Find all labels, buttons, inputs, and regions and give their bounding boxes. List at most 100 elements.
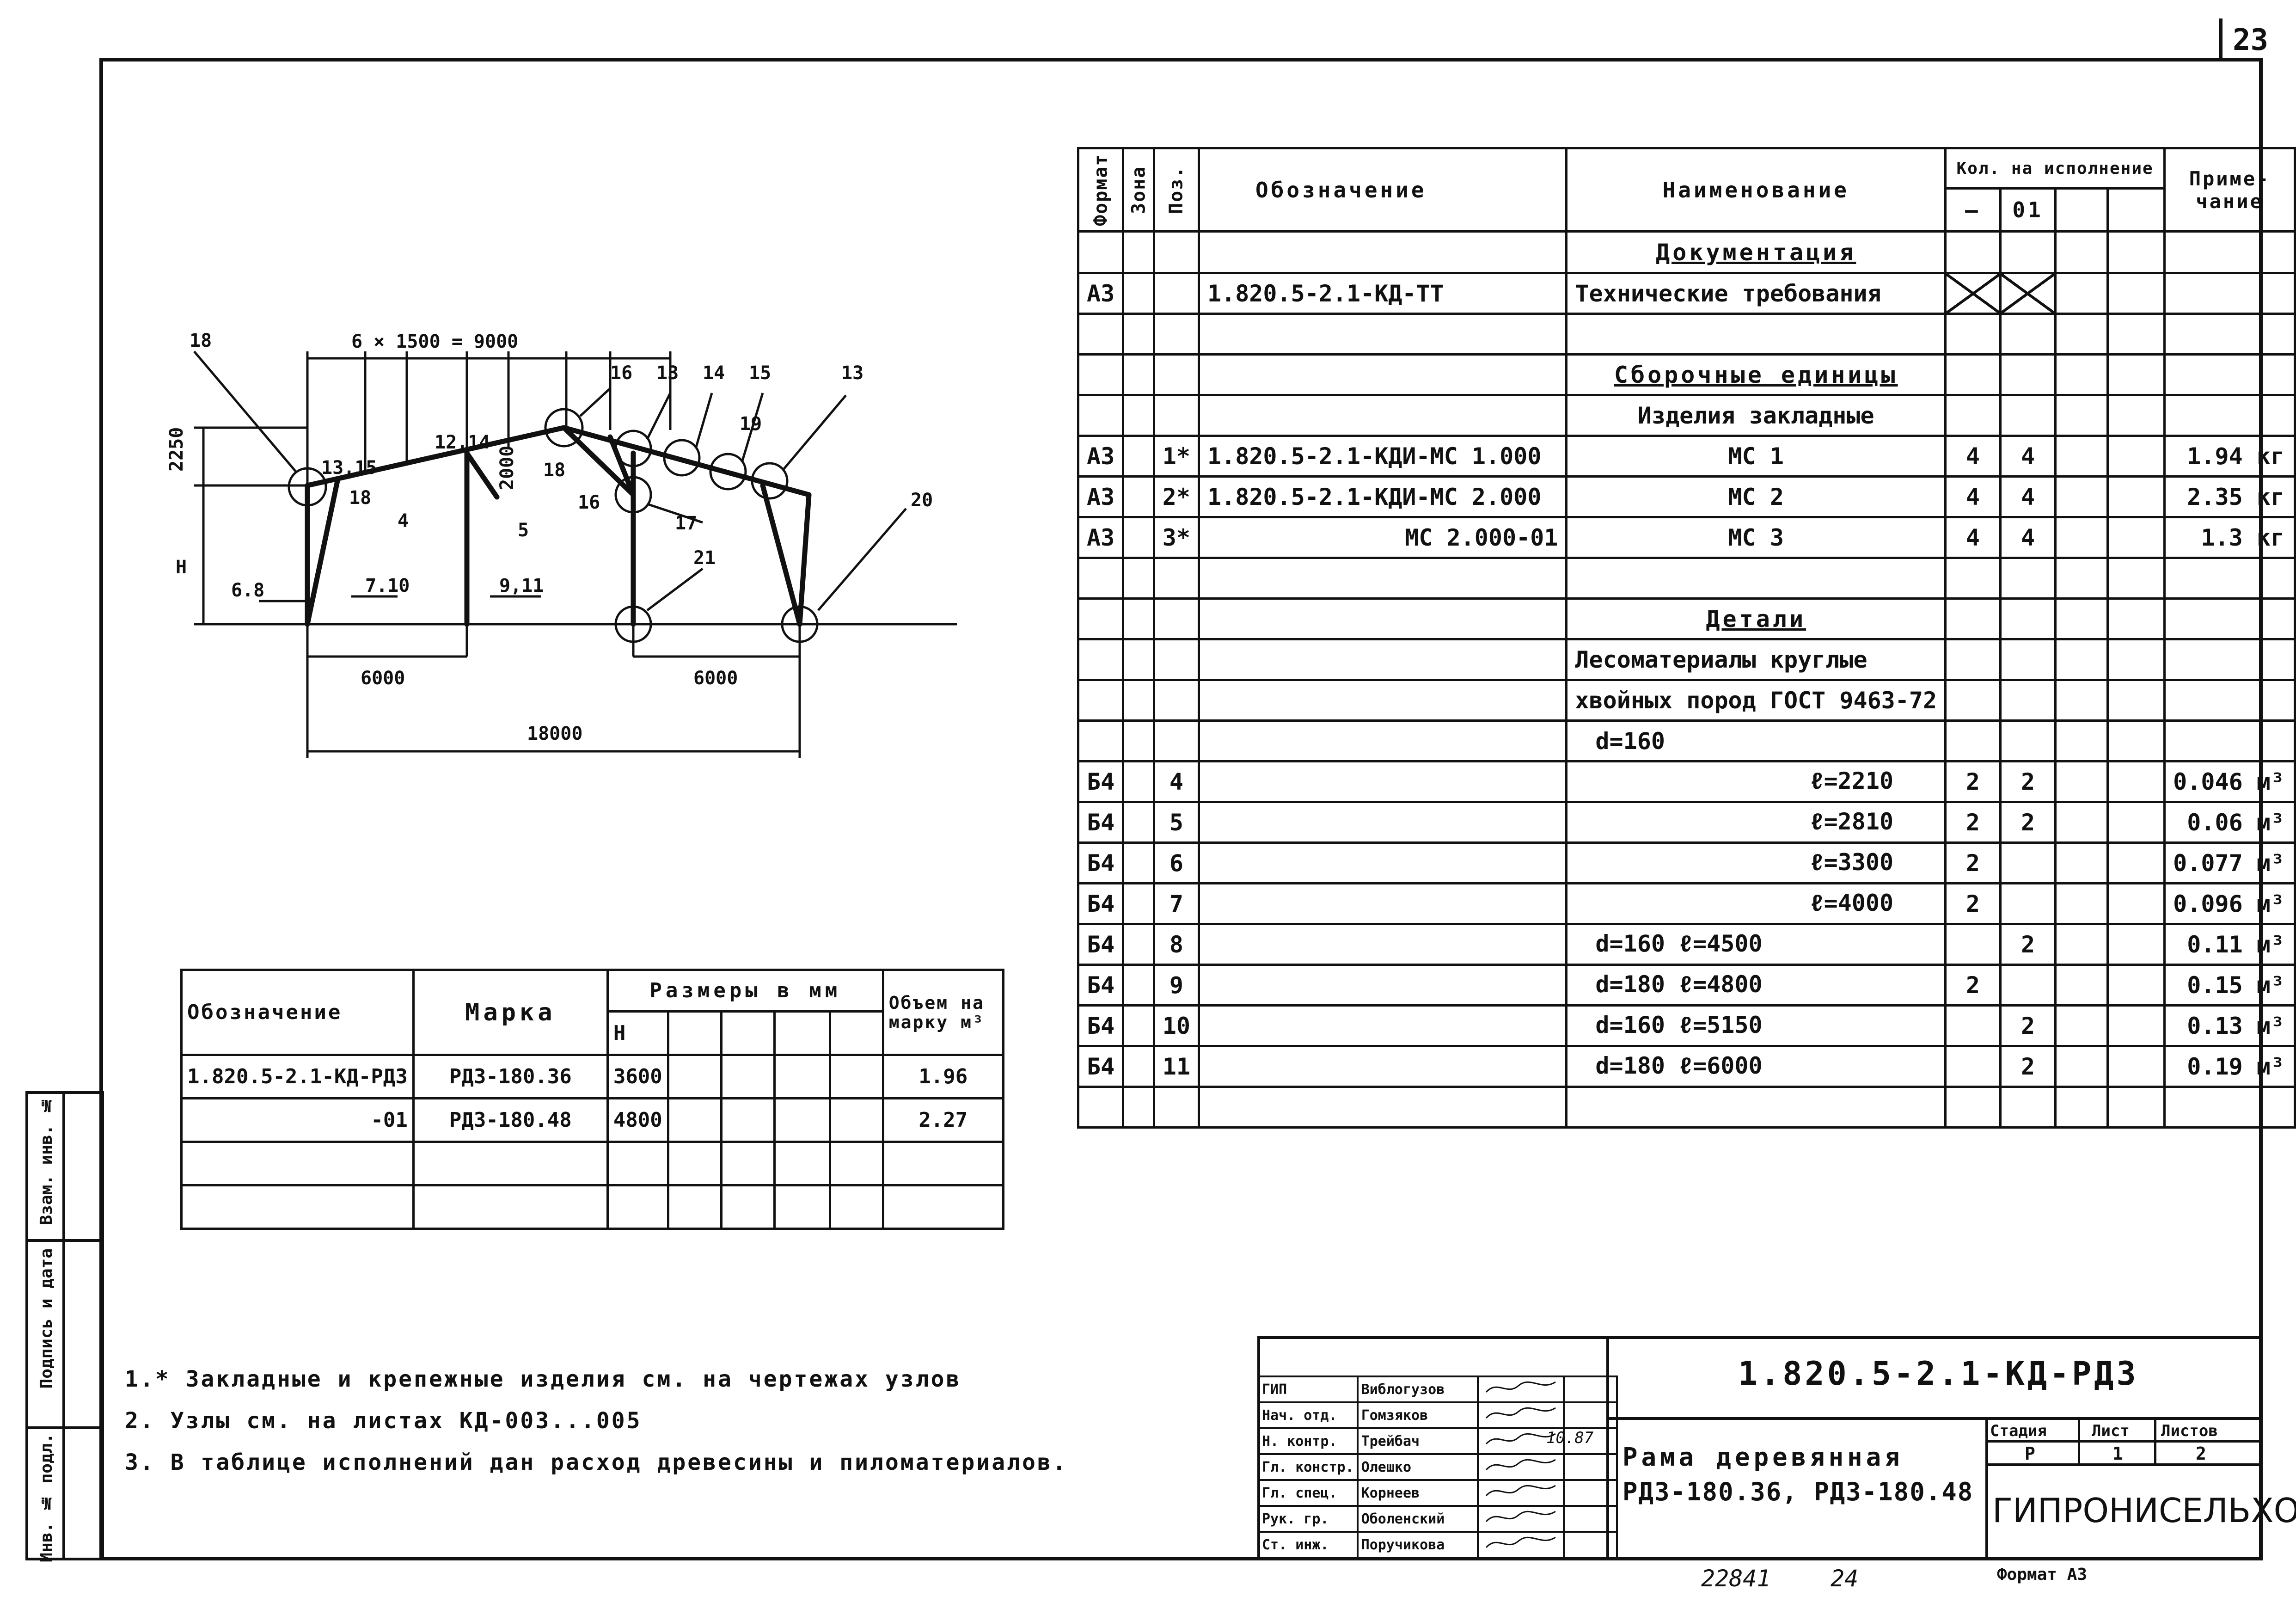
col-qty-empty-2 bbox=[2106, 187, 2166, 233]
label-7-10: 7.10 bbox=[365, 575, 410, 596]
spec-cell-e1 bbox=[2054, 923, 2109, 966]
variants-col-h: Н bbox=[606, 1010, 669, 1056]
spec-cell-q2 bbox=[1999, 313, 2057, 356]
variants-row bbox=[180, 1141, 1004, 1186]
spec-cell-note bbox=[2163, 557, 2296, 600]
spec-cell-e1 bbox=[2054, 1086, 2109, 1129]
spec-cell-q2: 2 bbox=[1999, 760, 2057, 803]
spec-cell-format: Б4 bbox=[1077, 1045, 1125, 1088]
spec-cell-q1 bbox=[1944, 638, 2002, 681]
label-14: 14 bbox=[703, 362, 725, 384]
spec-cell-e2 bbox=[2106, 313, 2166, 356]
spec-cell-des bbox=[1197, 923, 1568, 966]
approval-cell-role: Н. контр. bbox=[1257, 1427, 1359, 1455]
variants-cell-vol: 1.96 bbox=[882, 1054, 1004, 1099]
approval-row: Рук. гр.Оболенский bbox=[1257, 1505, 1618, 1533]
spec-cell-e2 bbox=[2106, 964, 2166, 1007]
spec-cell-zone bbox=[1122, 679, 1155, 722]
spec-cell-q1 bbox=[1944, 679, 2002, 722]
spec-cell-q2: 4 bbox=[1999, 475, 2057, 518]
spec-cell-format: Б4 bbox=[1077, 882, 1125, 925]
spec-cell-note bbox=[2163, 1086, 2296, 1129]
spec-cell-pos: 9 bbox=[1152, 964, 1200, 1007]
spec-cell-e2 bbox=[2106, 801, 2166, 844]
spec-cell-name: Детали bbox=[1565, 597, 1947, 640]
approval-cell-sig bbox=[1476, 1531, 1565, 1559]
approval-cell-name: Корнеев bbox=[1356, 1479, 1479, 1507]
variants-cell-des: -01 bbox=[180, 1097, 415, 1143]
spec-cell-e1 bbox=[2054, 557, 2109, 600]
spec-cell-e1 bbox=[2054, 882, 2109, 925]
stage-value: Р bbox=[2025, 1443, 2035, 1464]
variants-cell-mark bbox=[412, 1141, 609, 1186]
spec-cell-zone bbox=[1122, 1086, 1155, 1129]
variants-cell-des bbox=[180, 1184, 415, 1230]
spec-cell-format: Б4 bbox=[1077, 801, 1125, 844]
spec-cell-pos: 4 bbox=[1152, 760, 1200, 803]
spec-cell-format: Б4 bbox=[1077, 923, 1125, 966]
spec-cell-name: Технические требования bbox=[1565, 272, 1947, 315]
col-designation: Обозначение bbox=[1197, 147, 1568, 233]
inventory-number: 22841 bbox=[1701, 1565, 1771, 1592]
signature-icon bbox=[1485, 1536, 1556, 1548]
sheet-number-divider bbox=[2219, 18, 2223, 60]
spec-cell-name: d=180 ℓ=6000 bbox=[1565, 1045, 1947, 1088]
spec-row: Сборочные единицы bbox=[1077, 353, 2296, 396]
label-16b: 16 bbox=[578, 492, 600, 513]
title-line-2: РД3-180.36, РД3-180.48 bbox=[1623, 1477, 1974, 1506]
spec-cell-pos: 7 bbox=[1152, 882, 1200, 925]
title-block-divider-h2 bbox=[1985, 1463, 2263, 1466]
spec-cell-pos: 6 bbox=[1152, 841, 1200, 884]
label-15: 15 bbox=[749, 362, 771, 384]
spec-cell-name: МС 2 bbox=[1565, 475, 1947, 518]
sheet-number: 23 bbox=[2233, 23, 2269, 57]
variants-cell-x2 bbox=[720, 1184, 776, 1230]
dim-top-chain: 6 × 1500 = 9000 bbox=[351, 331, 518, 352]
approval-cell-role: Ст. инж. bbox=[1257, 1531, 1359, 1559]
title-block-divider-v2 bbox=[1985, 1417, 1988, 1560]
spec-cell-name: МС 3 bbox=[1565, 516, 1947, 559]
sheets-label: Листов bbox=[2161, 1422, 2218, 1440]
spec-cell-pos: 5 bbox=[1152, 801, 1200, 844]
variants-cell-x1 bbox=[667, 1141, 722, 1186]
spec-cell-e2 bbox=[2106, 679, 2166, 722]
spec-cell-note: 0.19 м³ bbox=[2163, 1045, 2296, 1088]
spec-cell-e2 bbox=[2106, 1004, 2166, 1047]
approval-cell-name: Поручикова bbox=[1356, 1531, 1479, 1559]
stage-label: Стадия bbox=[1990, 1422, 2047, 1440]
spec-cell-note: 1.94 кг bbox=[2163, 435, 2296, 478]
spec-cell-format: Б4 bbox=[1077, 1004, 1125, 1047]
approval-cell-date bbox=[1562, 1401, 1618, 1429]
spec-cell-e2 bbox=[2106, 353, 2166, 396]
spec-cell-q1: 4 bbox=[1944, 435, 2002, 478]
spec-cell-format bbox=[1077, 394, 1125, 437]
spec-cell-e1 bbox=[2054, 1045, 2109, 1088]
title-block-divider-h1 bbox=[1606, 1417, 2263, 1420]
approval-cell-role: Рук. гр. bbox=[1257, 1505, 1359, 1533]
spec-cell-pos bbox=[1152, 638, 1200, 681]
col-qty: Кол. на исполнение bbox=[1944, 147, 2166, 190]
spec-cell-format bbox=[1077, 638, 1125, 681]
spec-cell-des bbox=[1197, 801, 1568, 844]
spec-cell-name bbox=[1565, 557, 1947, 600]
spec-cell-q2: 2 bbox=[1999, 923, 2057, 966]
spec-cell-pos bbox=[1152, 230, 1200, 274]
spec-cell-e1 bbox=[2054, 313, 2109, 356]
spec-cell-name bbox=[1565, 1086, 1947, 1129]
spec-cell-q1 bbox=[1944, 923, 2002, 966]
variants-col-empty-1 bbox=[667, 1010, 722, 1056]
spec-cell-note: 0.046 м³ bbox=[2163, 760, 2296, 803]
spec-cell-name: ℓ=2210 bbox=[1565, 760, 1947, 803]
side-inv-repl: Взам. инв. № bbox=[37, 1096, 56, 1225]
dim-6000-left: 6000 bbox=[361, 668, 405, 689]
sheets-value: 2 bbox=[2196, 1443, 2206, 1464]
format-label: Формат А3 bbox=[1997, 1565, 2088, 1584]
spec-cell-e1 bbox=[2054, 353, 2109, 396]
spec-cell-q1 bbox=[1944, 272, 2002, 315]
spec-cell-q1: 2 bbox=[1944, 964, 2002, 1007]
label-19: 19 bbox=[740, 413, 762, 435]
